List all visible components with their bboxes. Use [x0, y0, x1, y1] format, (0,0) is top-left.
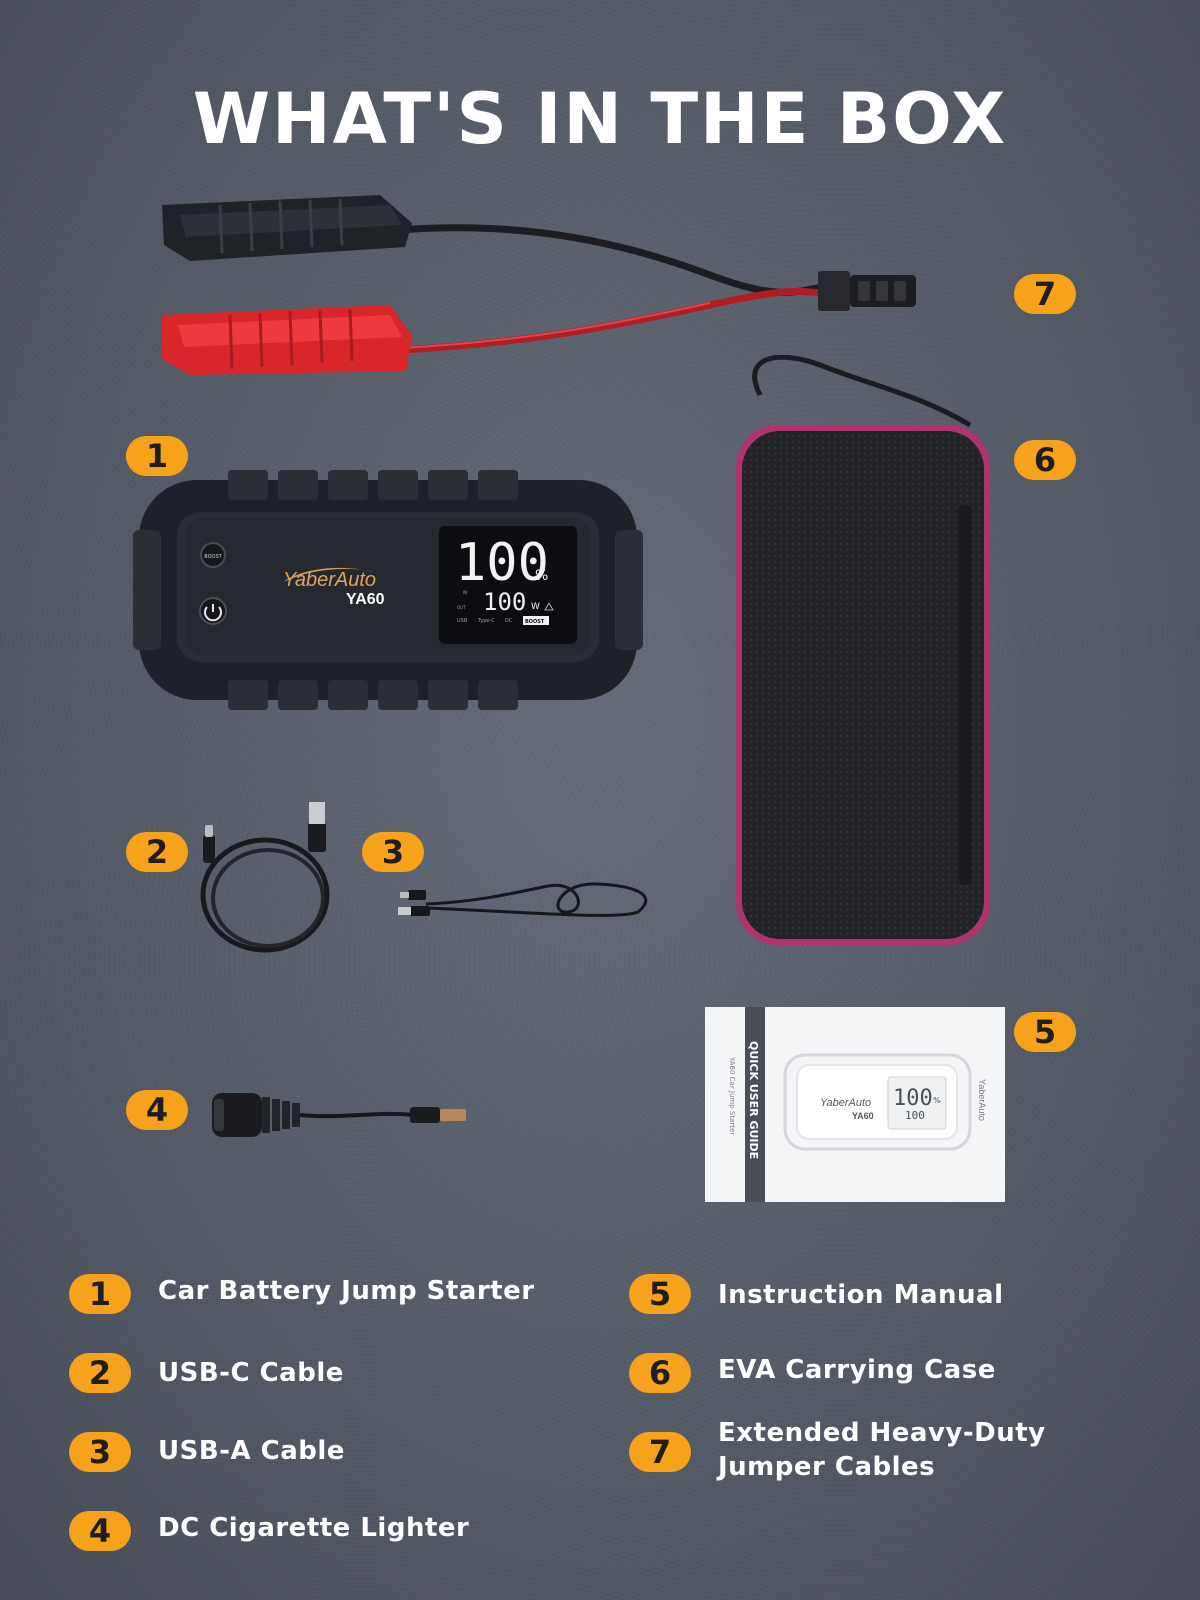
- legend-badge-4: 4: [69, 1511, 131, 1551]
- manual-display-percent-unit: %: [933, 1096, 941, 1105]
- manual-cover-subtitle: YA60 Car Jump Starter: [728, 1056, 736, 1135]
- legend-badge-2: 2: [69, 1353, 131, 1393]
- brand-logo: YaberAuto: [283, 569, 376, 591]
- legend-label-7: Extended Heavy-Duty Jumper Cables: [718, 1416, 1046, 1484]
- port-label-dc: DC: [505, 618, 513, 624]
- indicator-out: OUT: [457, 605, 466, 610]
- legend-label-2: USB-C Cable: [158, 1358, 344, 1388]
- manual-side-brand: YaberAuto: [977, 1079, 987, 1121]
- model-name: YA60: [346, 591, 385, 608]
- display-percent-unit: %: [535, 568, 548, 584]
- legend-label-6: EVA Carrying Case: [718, 1355, 996, 1385]
- manual-brand: YaberAuto: [820, 1097, 871, 1109]
- page-title: WHAT'S IN THE BOX: [192, 78, 1008, 160]
- legend-label-1: Car Battery Jump Starter: [158, 1276, 535, 1306]
- power-icon: [204, 604, 222, 622]
- manual-cover-title: QUICK USER GUIDE: [747, 1041, 760, 1159]
- usb-a-cable-image: [398, 882, 648, 917]
- legend-badge-1: 1: [69, 1274, 131, 1314]
- badge-2: 2: [126, 832, 188, 872]
- badge-6: 6: [1014, 440, 1076, 480]
- legend-badge-7: 7: [629, 1432, 691, 1472]
- indicator-in: IN: [463, 590, 467, 595]
- port-label-usb: USB: [457, 618, 468, 624]
- legend-label-4: DC Cigarette Lighter: [158, 1513, 470, 1543]
- warning-icon: [544, 602, 554, 611]
- instruction-manual-image: QUICK USER GUIDE YA60 Car Jump Starter Y…: [705, 1007, 1005, 1202]
- port-label-typec: Type-C: [477, 618, 495, 624]
- eva-case-image: [736, 355, 990, 945]
- manual-model: YA60: [852, 1111, 874, 1121]
- badge-3: 3: [362, 832, 424, 872]
- display-watts: 100: [483, 588, 526, 616]
- badge-7: 7: [1014, 274, 1076, 314]
- legend-label-7-line2: Jumper Cables: [718, 1452, 936, 1482]
- display-boost-tag: BOOST: [525, 619, 545, 625]
- display-watts-unit: W: [531, 602, 540, 612]
- legend-label-7-line1: Extended Heavy-Duty: [718, 1418, 1046, 1448]
- badge-5: 5: [1014, 1012, 1076, 1052]
- dc-cigarette-lighter-image: [212, 1093, 466, 1137]
- legend-label-3: USB-A Cable: [158, 1436, 345, 1466]
- jumper-cables-image: [162, 195, 916, 375]
- legend-badge-6: 6: [629, 1353, 691, 1393]
- boost-button-label: BOOST: [204, 554, 222, 560]
- legend-badge-5: 5: [629, 1274, 691, 1314]
- display-percent: 100: [455, 533, 549, 593]
- usb-c-cable-image: [200, 802, 330, 953]
- badge-1: 1: [126, 436, 188, 476]
- manual-display-percent: 100: [893, 1086, 933, 1111]
- badge-4: 4: [126, 1090, 188, 1130]
- jump-starter-image: BOOST YaberAuto YA60 100 % IN OUT 100 W …: [133, 470, 643, 710]
- legend-label-5: Instruction Manual: [718, 1280, 1004, 1310]
- legend-badge-3: 3: [69, 1432, 131, 1472]
- manual-display-watts: 100: [905, 1109, 925, 1122]
